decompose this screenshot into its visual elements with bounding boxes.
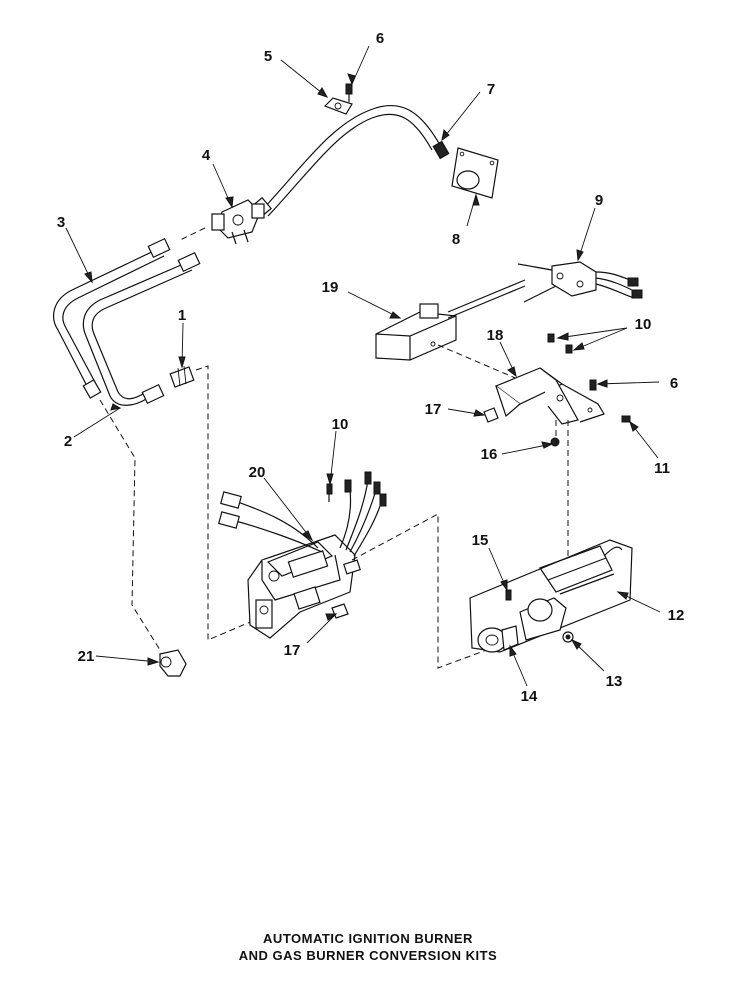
callout-16: 16	[481, 446, 498, 463]
elbow-fitting-21	[159, 649, 187, 677]
callout-6-right: 6	[670, 375, 678, 392]
callout-10-right: 10	[635, 316, 652, 333]
burner-tube	[519, 597, 567, 641]
callout-18: 18	[487, 327, 504, 344]
diagram-caption-line-1: AUTOMATIC IGNITION BURNER	[263, 931, 473, 946]
igniter-19	[375, 279, 526, 361]
tube-fitting-1	[169, 365, 195, 388]
callout-7: 7	[487, 81, 495, 98]
gas-tube-3	[53, 237, 171, 399]
clamp-screw-6	[345, 83, 353, 102]
callout-11: 11	[654, 460, 670, 477]
callout-1: 1	[178, 307, 186, 324]
callout-21: 21	[78, 648, 95, 665]
callout-2: 2	[64, 433, 72, 450]
gas-tube-2	[82, 251, 201, 406]
shutoff-valve-4	[211, 199, 265, 245]
screw-6-right	[589, 379, 597, 391]
diagram-caption-line-2: AND GAS BURNER CONVERSION KITS	[238, 948, 498, 963]
orifice-14	[477, 625, 519, 653]
callout-3: 3	[57, 214, 65, 231]
nut-16	[550, 437, 560, 447]
gas-valve-20	[218, 471, 387, 639]
screw-10-upper	[547, 333, 573, 354]
gas-tube-7	[252, 105, 450, 218]
callout-17-upper: 17	[425, 401, 442, 418]
switch-harness-9	[517, 261, 643, 303]
mounting-plate-8	[451, 147, 499, 199]
callout-14: 14	[521, 688, 538, 705]
igniter-bracket-18	[494, 367, 605, 425]
callout-19: 19	[322, 279, 339, 296]
callout-13: 13	[606, 673, 623, 690]
callout-8: 8	[452, 231, 460, 248]
callout-20: 20	[249, 464, 266, 481]
leader-lines	[65, 45, 661, 687]
callout-17-lower: 17	[284, 642, 301, 659]
screw-11	[621, 415, 631, 423]
screw-15	[505, 589, 512, 601]
tube-clamp-5	[323, 97, 353, 115]
callout-12: 12	[668, 607, 685, 624]
callout-5: 5	[264, 48, 272, 65]
burner-assembly-12	[469, 539, 633, 653]
callout-6-top: 6	[376, 30, 384, 47]
callout-9: 9	[595, 192, 603, 209]
callout-labels: 1 2 3 4 5 6 6 7 8 9 10 10 11 12 13 14 15…	[57, 30, 685, 705]
callout-10-left: 10	[332, 416, 349, 433]
callout-15: 15	[472, 532, 489, 549]
clip-17-upper	[483, 407, 499, 423]
callout-4: 4	[202, 147, 211, 164]
washer-13	[562, 631, 574, 643]
screw-10-left	[326, 483, 333, 502]
